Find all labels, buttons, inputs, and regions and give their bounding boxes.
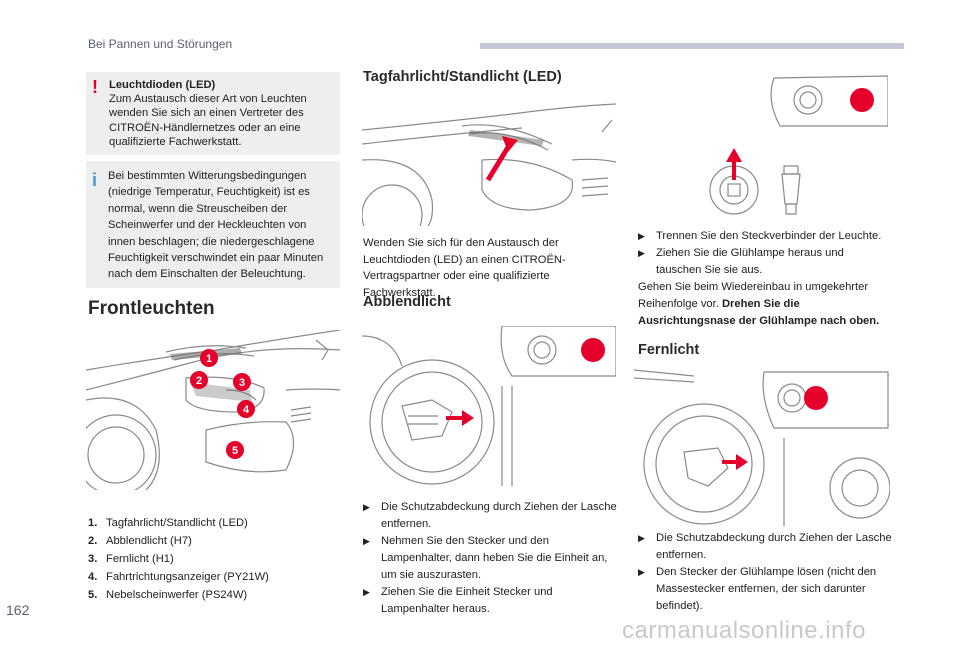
list-item: ▶Nehmen Sie den Stecker und den Lampenha… [363,535,608,581]
list-item: ▶Die Schutzabdeckung durch Ziehen der La… [363,501,617,530]
bulb-steps: ▶Trennen Sie den Steckverbinder der Leuc… [638,228,892,279]
page-number: 162 [6,602,30,618]
bulb-illustration [634,70,888,220]
list-item: ▶Den Stecker der Glühlampe lösen (nicht … [638,566,877,612]
list-item: 4.Fahrtrichtungsanzeiger (PY21W) [88,571,269,583]
arrow-right-icon: ▶ [638,248,645,258]
drl-illustration [362,100,616,226]
reinstall-bold: Drehen Sie die Ausrichtungsnase der Glüh… [638,298,880,327]
list-item: ▶Ziehen Sie die Einheit Stecker und Lamp… [363,586,553,615]
arrow-right-icon: ▶ [363,536,370,546]
front-lights-list: 1.Tagfahrlicht/Standlicht (LED) 2.Abblen… [88,514,269,604]
arrow-right-icon: ▶ [363,502,370,512]
front-lights-illustration: 1 2 3 4 5 [86,330,340,490]
info-i-icon: i [92,170,98,190]
list-item: 2.Abblendlicht (H7) [88,535,192,547]
reinstall-text: Gehen Sie beim Wiedereinbau in umgekehrt… [638,281,880,327]
callout-1: 1 [206,353,212,365]
info-body: Bei bestimmten Witterungsbedingungen (ni… [108,170,324,281]
fernlicht-heading: Fernlicht [638,342,700,358]
abblendlicht-heading: Abblendlicht [363,294,451,310]
arrow-right-icon: ▶ [638,533,645,543]
list-item: ▶Die Schutzabdeckung durch Ziehen der La… [638,532,892,561]
list-item: 3.Fernlicht (H1) [88,553,174,565]
condensation-info-box: i Bei bestimmten Witterungsbedingungen (… [86,161,340,288]
frontleuchten-heading: Frontleuchten [88,298,215,319]
arrow-right-icon: ▶ [363,587,370,597]
warning-body: Zum Austausch dieser Art von Leuchten we… [109,93,307,148]
led-warning-box: ! Leuchtdioden (LED) Zum Austausch diese… [86,72,340,155]
list-item: 1.Tagfahrlicht/Standlicht (LED) [88,517,248,529]
list-item: ▶Trennen Sie den Steckverbinder der Leuc… [638,228,892,245]
callout-4: 4 [243,404,250,416]
header-bar [480,43,904,49]
drl-text: Wenden Sie sich für den Austausch der Le… [363,237,566,299]
callout-2: 2 [196,375,202,387]
callout-5: 5 [232,445,238,457]
list-item: 5.Nebelscheinwerfer (PS24W) [88,589,248,601]
low-beam-illustration [362,326,616,488]
low-beam-steps: ▶Die Schutzabdeckung durch Ziehen der La… [363,499,617,618]
watermark: carmanualsonline.info [622,617,866,644]
tagfahrlicht-heading: Tagfahrlicht/Standlicht (LED) [363,69,562,85]
warning-title: Leuchtdioden (LED) [109,79,216,91]
exclamation-icon: ! [92,77,98,97]
list-item: ▶Ziehen Sie die Glühlampe heraus und tau… [638,247,844,276]
high-beam-illustration [634,368,890,526]
arrow-right-icon: ▶ [638,231,645,241]
high-beam-steps: ▶Die Schutzabdeckung durch Ziehen der La… [638,530,892,615]
section-title: Bei Pannen und Störungen [88,37,233,51]
callout-3: 3 [239,377,245,389]
arrow-right-icon: ▶ [638,567,645,577]
